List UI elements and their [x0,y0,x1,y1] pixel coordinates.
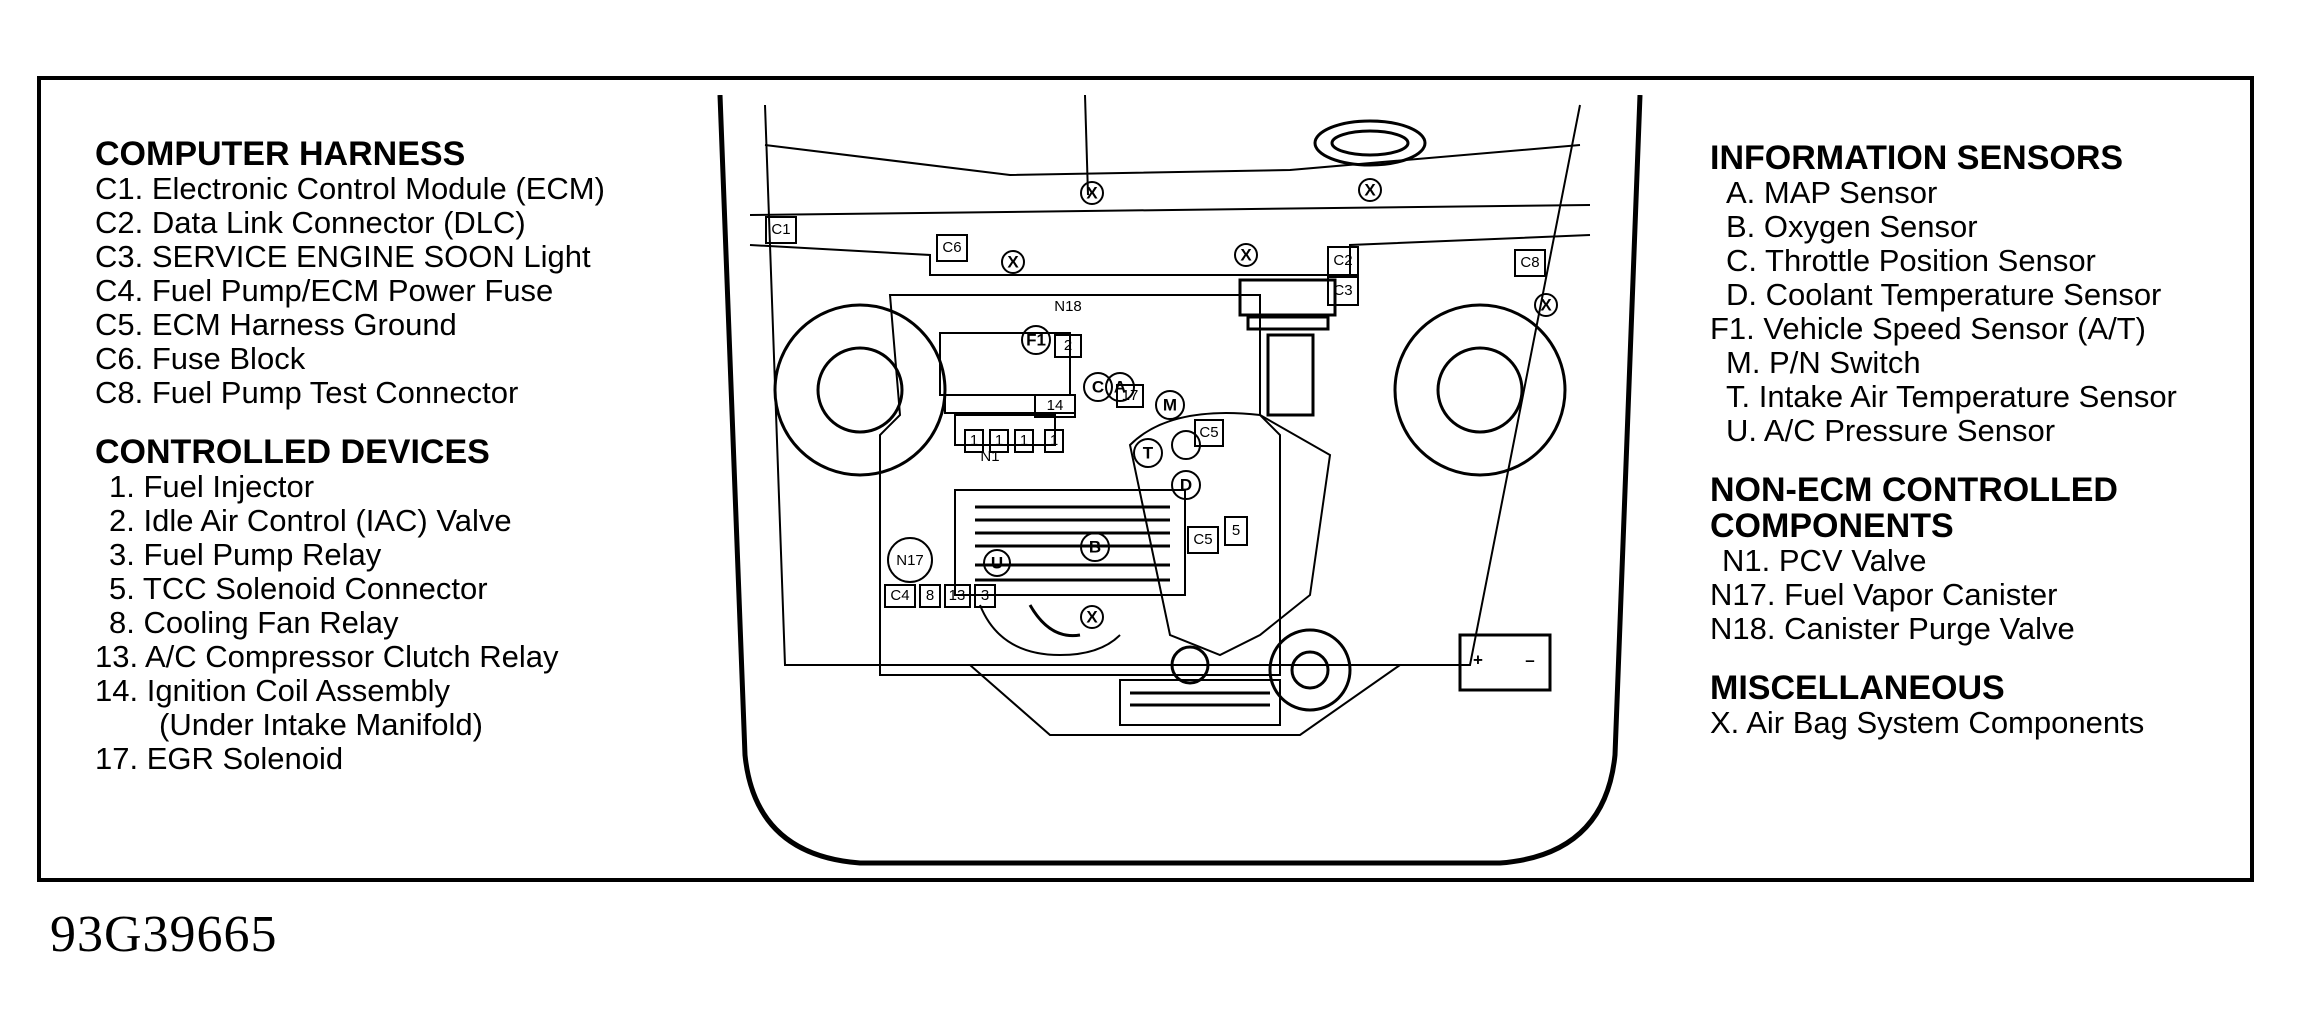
non-ecm-heading-2: COMPONENTS [1710,507,1954,545]
legend-item-c3: C3. SERVICE ENGINE SOON Light [95,239,591,274]
legend-item-2: 2. Idle Air Control (IAC) Valve [109,503,512,538]
non-ecm-heading-1: NON-ECM CONTROLLED [1710,471,2118,509]
label-x2: X [1364,180,1376,199]
legend-item-f1: F1. Vehicle Speed Sensor (A/T) [1710,311,2146,346]
label-c4: C4 [890,587,909,604]
steering-wheel [1313,119,1427,167]
legend-item-13: 13. A/C Compressor Clutch Relay [95,639,559,674]
vehicle-body-outline [717,94,1643,866]
legend-item-u: U. A/C Pressure Sensor [1726,413,2056,448]
cowl-lower [749,234,1591,276]
label-a: A [1114,377,1126,396]
label-c1: C1 [771,221,790,238]
figure-id: 93G39665 [50,906,278,963]
left-legend: COMPUTER HARNESS C1. Electronic Control … [95,136,605,776]
label-8: 8 [926,587,934,604]
label-c3: C3 [1333,282,1352,299]
legend-item-c2: C2. Data Link Connector (DLC) [95,205,526,240]
label-t: T [1143,443,1154,462]
information-sensors-heading: INFORMATION SENSORS [1710,139,2124,177]
legend-item-14-note: (Under Intake Manifold) [159,707,483,742]
label-b: B [1089,537,1101,556]
legend-item-c6: C6. Fuse Block [95,341,306,376]
label-5: 5 [1232,522,1240,539]
label-x3: X [1007,252,1019,271]
label-m: M [1163,395,1177,414]
legend-item-c4: C4. Fuel Pump/ECM Power Fuse [95,273,554,308]
legend-item-n1: N1. PCV Valve [1722,543,1927,578]
legend-item-m: M. P/N Switch [1726,345,1921,380]
radiator [1119,679,1281,726]
legend-item-b: B. Oxygen Sensor [1726,209,1978,244]
legend-item-a: A. MAP Sensor [1726,175,1938,210]
legend-item-c8: C8. Fuel Pump Test Connector [95,375,519,410]
label-u: U [991,553,1003,572]
label-c5b: C5 [1193,531,1212,548]
label-c8: C8 [1520,254,1539,271]
legend-item-c5: C5. ECM Harness Ground [95,307,457,342]
label-1c: 1 [1020,432,1028,449]
right-strut-tower [1393,303,1567,477]
legend-item-n17: N17. Fuel Vapor Canister [1710,577,2058,612]
battery [1458,633,1552,692]
battery-minus: – [1525,650,1534,669]
valve-cover [954,489,1186,596]
label-3: 3 [981,587,989,604]
engine-block [879,294,1281,676]
legend-item-14: 14. Ignition Coil Assembly [95,673,450,708]
legend-item-t: T. Intake Air Temperature Sensor [1726,379,2177,414]
label-c5a: C5 [1199,424,1218,441]
label-x5: X [1540,295,1552,314]
label-x1: X [1086,183,1098,202]
controlled-devices-heading: CONTROLLED DEVICES [95,433,490,471]
legend-item-8: 8. Cooling Fan Relay [109,605,399,640]
label-2: 2 [1064,337,1072,354]
engine-diagram-svg: + – C1 C6 C2 C3 C8 2 14 17 1 1 1 1 C5 [717,94,1643,866]
label-x6: X [1086,607,1098,626]
engine-compartment-diagram: + – C1 C6 C2 C3 C8 2 14 17 1 1 1 1 C5 [700,94,1650,875]
legend-item-c1: C1. Electronic Control Module (ECM) [95,171,605,206]
label-13: 13 [949,587,966,604]
legend-item-d: D. Coolant Temperature Sensor [1726,277,2162,312]
computer-harness-heading: COMPUTER HARNESS [95,135,466,173]
label-f1: F1 [1026,330,1046,349]
label-d: D [1180,475,1192,494]
label-1b: 1 [995,432,1003,449]
label-n17: N17 [896,552,924,569]
legend-item-17: 17. EGR Solenoid [95,741,344,776]
label-c6: C6 [942,239,961,256]
label-c: C [1092,377,1104,396]
label-1a: 1 [970,432,978,449]
misc-heading: MISCELLANEOUS [1710,669,2005,707]
legend-item-c: C. Throttle Position Sensor [1726,243,2096,278]
cowl-top [764,144,1581,177]
label-1d: 1 [1050,432,1058,449]
iac-box [1054,334,1082,358]
transaxle [1128,412,1332,657]
label-c2: C2 [1333,252,1352,269]
air-duct [1238,278,1337,317]
legend-item-1: 1. Fuel Injector [109,469,315,504]
right-legend: INFORMATION SENSORS A. MAP Sensor B. Oxy… [1710,140,2177,740]
inner-body-outline [764,104,1581,666]
legend-item-5: 5. TCC Solenoid Connector [109,571,488,606]
label-n1: N1 [980,448,999,465]
label-n18: N18 [1054,298,1082,315]
label-x4: X [1240,245,1252,264]
legend-item-n18: N18. Canister Purge Valve [1710,611,2075,646]
battery-plus: + [1473,650,1483,669]
legend-item-x: X. Air Bag System Components [1710,705,2145,740]
label-14: 14 [1047,397,1064,414]
legend-item-3: 3. Fuel Pump Relay [109,537,382,572]
left-strut-tower [773,303,947,477]
